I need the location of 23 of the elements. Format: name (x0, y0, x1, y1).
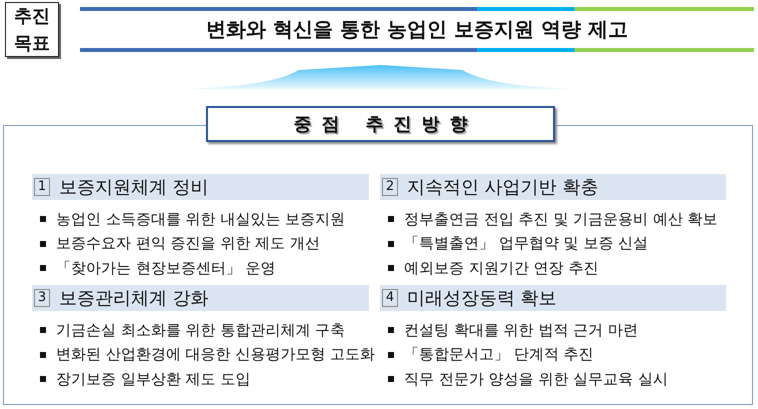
goal-tag: 추진 목표 (5, 2, 59, 57)
section-title: 미래성장동력 확보 (407, 287, 557, 310)
bullet-text: 기금손실 최소화를 위한 통합관리체계 구축 (56, 320, 346, 340)
section-number: 2 (382, 178, 398, 196)
section-number: 3 (34, 289, 50, 307)
bullet-text: 장기보증 일부상환 제도 도입 (56, 370, 250, 389)
section-title: 지속적인 사업기반 확충 (407, 176, 598, 199)
bullet-text: 컨설팅 확대를 위한 법적 근거 마련 (404, 320, 638, 340)
bullet-text: 예외보증 지원기간 연장 추진 (404, 258, 598, 278)
bullet-text: 직무 전문가 양성을 위한 실무교육 실시 (404, 370, 668, 389)
heading-banner: 중점 추진방향 (206, 106, 555, 142)
section-number: 1 (34, 178, 50, 196)
section-title: 보증지원체계 정비 (59, 176, 209, 199)
goal-banner: 변화와 혁신을 통한 농업인 보증지원 역량 제고 (80, 7, 754, 52)
section-title: 보증관리체계 강화 (59, 287, 209, 310)
bullet-text: 「통합문서고」 단계적 추진 (404, 345, 594, 364)
bullet-text: 정부출연금 전입 추진 및 기금운용비 예산 확보 (404, 210, 718, 229)
bullet-text: 농업인 소득증대를 위한 내실있는 보증지원 (56, 210, 346, 229)
bullet-text: 보증수요자 편익 증진을 위한 제도 개선 (56, 234, 320, 254)
bullet-text: 「찾아가는 현장보증센터」 운영 (56, 258, 276, 278)
section-number: 4 (382, 289, 398, 307)
bullet-text: 「특별출연」 업무협약 및 보증 신설 (404, 234, 648, 254)
bullet-text: 변화된 산업환경에 대응한 신용평가모형 고도화 (56, 345, 376, 364)
